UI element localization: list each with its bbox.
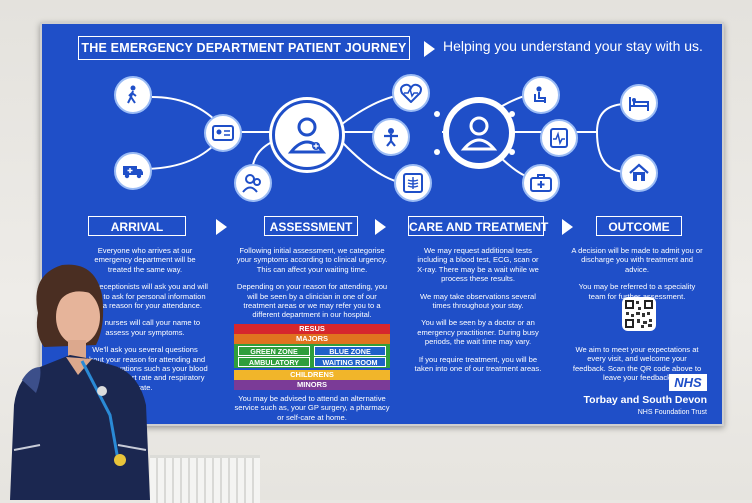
zone-ambulatory: AMBULATORY bbox=[238, 357, 310, 367]
arrival-paragraph: Everyone who arrives at our emergency de… bbox=[94, 246, 196, 274]
arrival-paragraph: We'll ask you several questions about yo… bbox=[82, 345, 208, 392]
outcome-paragraph: A decision will be made to admit you or … bbox=[571, 246, 703, 274]
stage-arrow-icon bbox=[216, 219, 227, 235]
zone-minors: MINORS bbox=[234, 380, 390, 390]
home-icon bbox=[620, 154, 658, 192]
zone-majors: MAJORS bbox=[234, 334, 390, 344]
board-title: THE EMERGENCY DEPARTMENT PATIENT JOURNEY bbox=[78, 36, 410, 60]
treatment-zones-graphic: RESUS MAJORS GREEN ZONE BLUE ZONE AMBULA… bbox=[234, 324, 390, 392]
id-card-icon bbox=[204, 114, 242, 152]
patient-journey-board: THE EMERGENCY DEPARTMENT PATIENT JOURNEY… bbox=[40, 22, 724, 426]
patient-chair-icon bbox=[522, 76, 560, 114]
care-text: We may request additional tests includin… bbox=[414, 246, 542, 381]
family-icon bbox=[234, 164, 272, 202]
care-paragraph: If you require treatment, you will be ta… bbox=[414, 354, 542, 374]
assessment-paragraph: Depending on your reason for attending, … bbox=[236, 282, 388, 320]
arrival-paragraph: Our receptionists will ask you and will … bbox=[82, 282, 208, 311]
walking-person-icon bbox=[114, 76, 152, 114]
child-icon bbox=[372, 118, 410, 156]
assessment-paragraph: You may be advised to attend an alternat… bbox=[234, 394, 390, 422]
zone-blue: BLUE ZONE bbox=[314, 346, 386, 356]
board-subtitle: Helping you understand your stay with us… bbox=[443, 38, 703, 54]
zone-green: GREEN ZONE bbox=[238, 346, 310, 356]
assessment-alternative-text: You may be advised to attend an alternat… bbox=[232, 394, 392, 424]
clinician-icon bbox=[272, 100, 342, 170]
heart-monitor-icon bbox=[392, 74, 430, 112]
radiator bbox=[150, 455, 260, 503]
stage-care-and-treatment: CARE AND TREATMENT bbox=[408, 216, 548, 236]
outcome-paragraph: We aim to meet your expectations at ever… bbox=[572, 345, 702, 383]
stage-arrow-icon bbox=[375, 219, 386, 235]
stage-arrow-icon bbox=[562, 219, 573, 235]
trust-subtitle: NHS Foundation Trust bbox=[637, 409, 707, 416]
qr-code-icon bbox=[622, 297, 656, 331]
trust-name: Torbay and South Devon bbox=[583, 394, 707, 406]
ambulance-icon bbox=[114, 152, 152, 190]
arrival-text: Everyone who arrives at our emergency de… bbox=[82, 246, 208, 400]
xray-icon bbox=[394, 164, 432, 202]
outcome-text: A decision will be made to admit you or … bbox=[570, 246, 704, 391]
nhs-logo: NHS bbox=[669, 374, 707, 391]
care-paragraph: You will be seen by a doctor or an emerg… bbox=[417, 318, 539, 347]
assessment-paragraph: Following initial assessment, we categor… bbox=[236, 246, 388, 274]
hospital-bed-icon bbox=[620, 84, 658, 122]
ecg-chart-icon bbox=[540, 119, 578, 157]
outcome-paragraph: You may be referred to a speciality team… bbox=[578, 282, 696, 301]
title-arrow-icon bbox=[424, 41, 435, 57]
arrival-paragraph: Our nurses will call your name to assess… bbox=[89, 318, 201, 337]
zone-childrens: CHILDRENS bbox=[234, 370, 390, 380]
stage-outcome: OUTCOME bbox=[596, 216, 682, 236]
assessment-text: Following initial assessment, we categor… bbox=[232, 246, 392, 328]
care-paragraph: We may request additional tests includin… bbox=[417, 246, 539, 284]
care-paragraph: We may take observations several times t… bbox=[420, 291, 536, 311]
nurse-figure bbox=[10, 264, 150, 500]
stage-arrival: ARRIVAL bbox=[88, 216, 186, 236]
first-aid-kit-icon bbox=[522, 164, 560, 202]
zone-resus: RESUS bbox=[234, 324, 390, 334]
doctor-icon bbox=[446, 100, 512, 166]
zone-waiting-room: WAITING ROOM bbox=[314, 357, 386, 367]
stage-assessment: ASSESSMENT bbox=[264, 216, 358, 236]
